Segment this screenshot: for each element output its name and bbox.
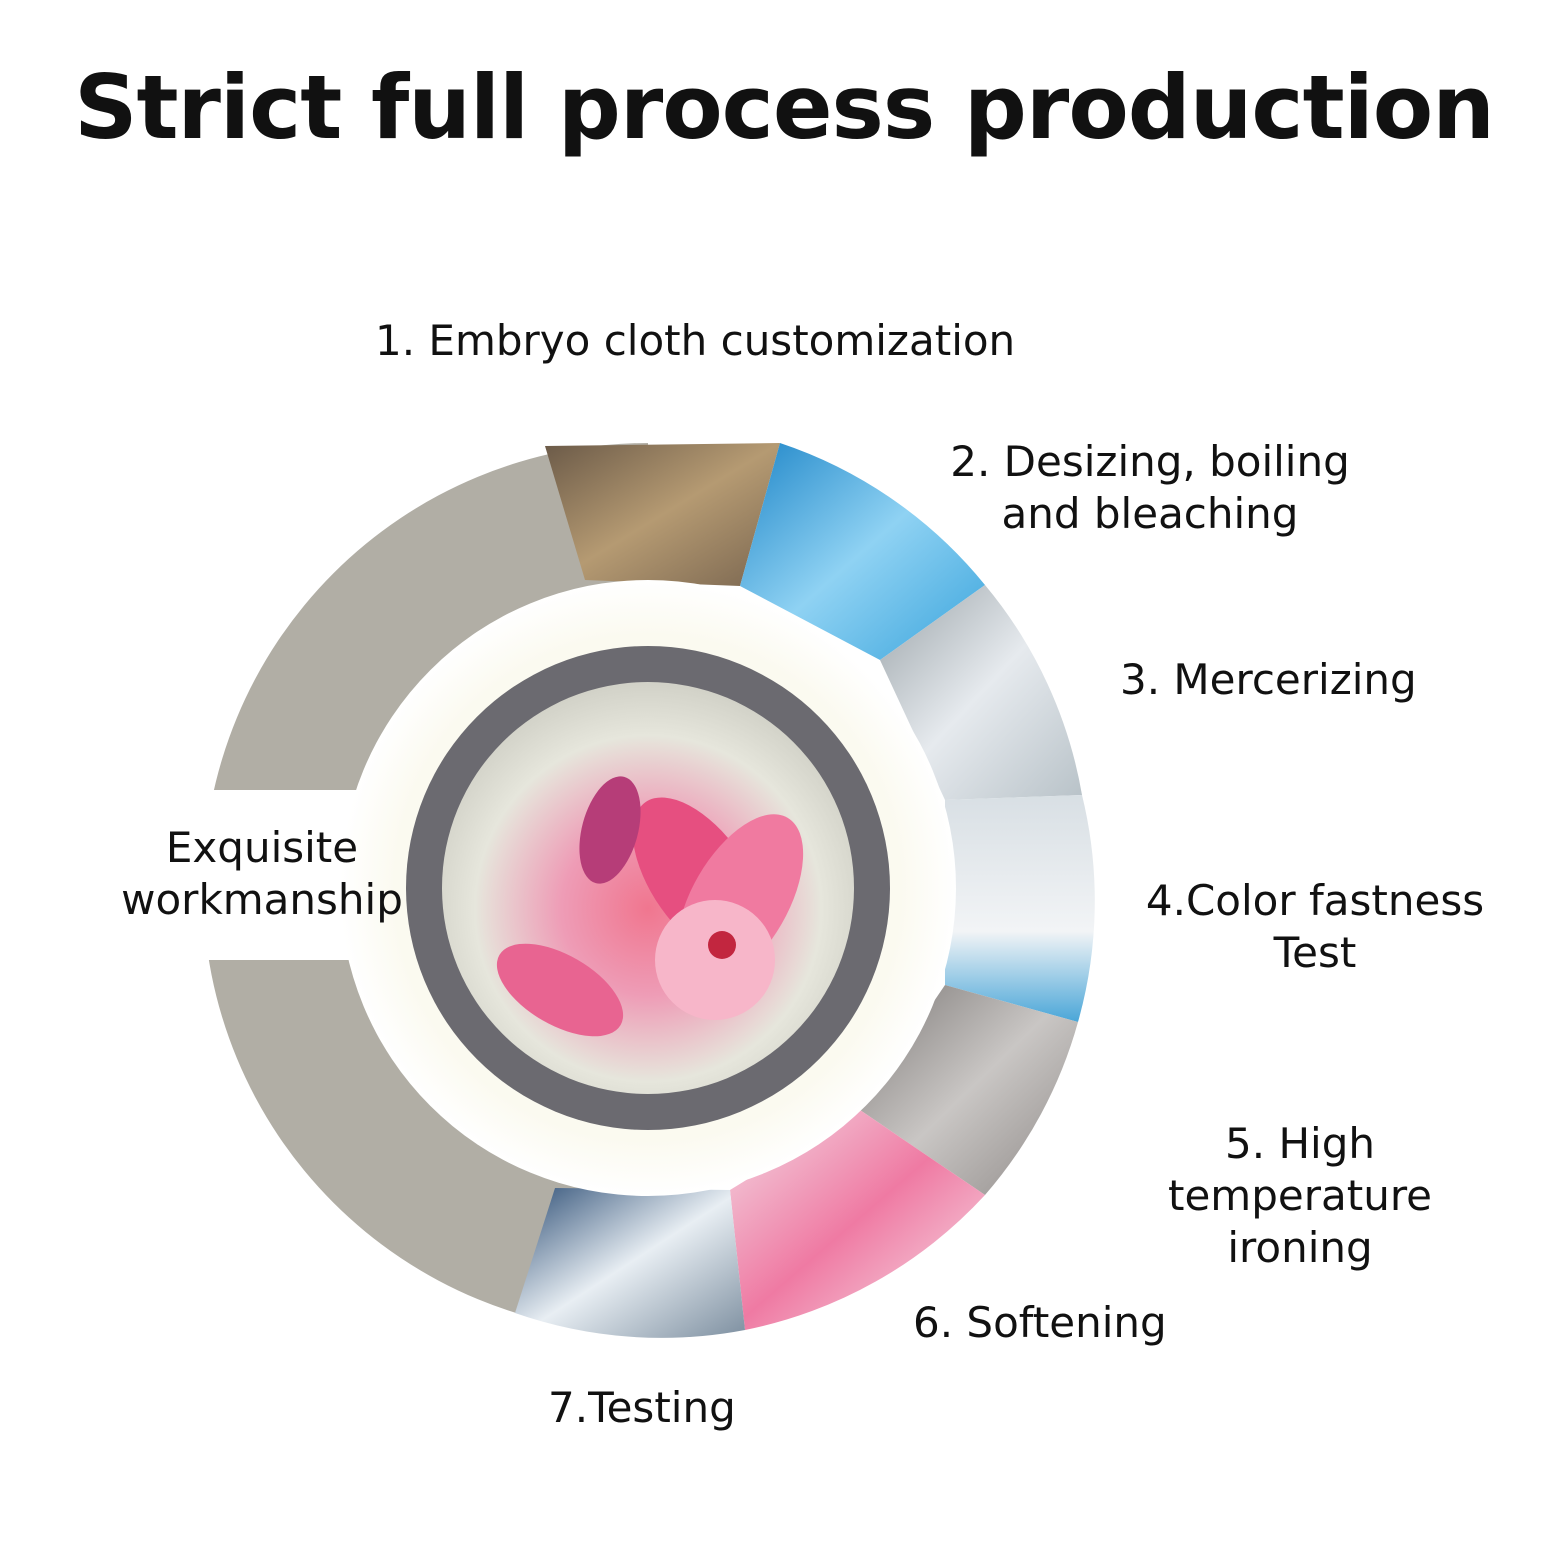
photo-embryo-cloth	[545, 443, 780, 586]
step-label-7: 7.Testing	[548, 1383, 736, 1432]
step-label-6: 6. Softening	[913, 1298, 1167, 1347]
step-label-4: 4.Color fastness Test	[1145, 876, 1485, 977]
step-label-1: 1. Embryo cloth customization	[375, 316, 1016, 365]
label-connector	[110, 790, 360, 960]
photo-softening	[730, 1110, 985, 1330]
magnolia-flower-icon	[496, 776, 804, 1037]
step-label-3: 3. Mercerizing	[1120, 655, 1417, 704]
photo-bleaching	[740, 443, 985, 660]
step-label-5: 5. High temperature ironing	[1168, 1119, 1432, 1272]
process-photo-ring	[515, 443, 1095, 1338]
photo-testing	[515, 1188, 745, 1338]
step-label-2: 2. Desizing, boiling and bleaching	[950, 437, 1350, 538]
photo-mercerizing	[880, 585, 1082, 800]
center-label: Exquisite workmanship	[121, 823, 403, 924]
page-title: Strict full process production	[74, 56, 1495, 159]
outer-ring	[203, 443, 648, 1333]
photo-color-fastness	[945, 795, 1095, 1022]
